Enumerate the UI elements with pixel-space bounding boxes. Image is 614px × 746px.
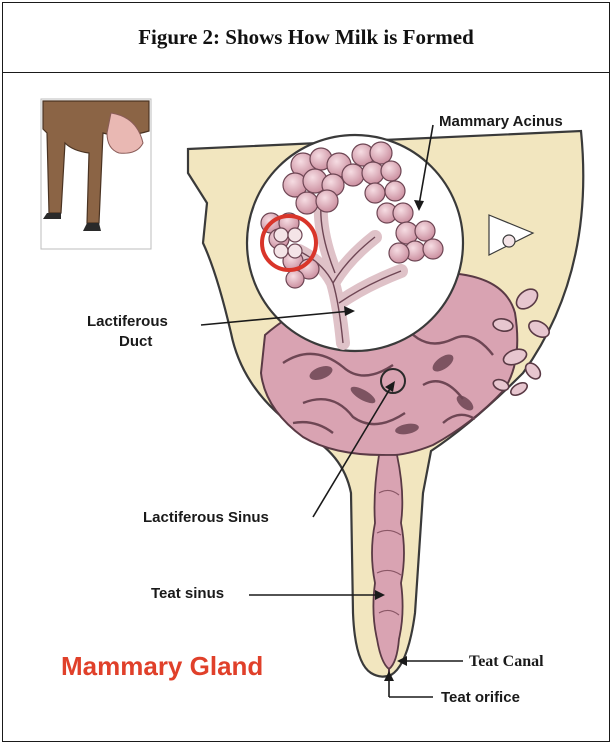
label-lactiferous-sinus: Lactiferous Sinus [143,509,269,526]
label-lactiferous-duct-line2: Duct [119,333,152,350]
label-lactiferous-duct-line1: Lactiferous [87,313,168,330]
teat-sinus [372,455,404,669]
label-teat-sinus: Teat sinus [151,585,224,602]
label-teat-orifice: Teat orifice [441,689,520,706]
diagram-area: Mammary Acinus Lactiferous Duct Lactifer… [3,73,611,741]
label-mammary-acinus: Mammary Acinus [439,113,563,130]
cow-inset [41,99,151,249]
mammary-gland-diagram [3,73,611,741]
label-mammary-gland: Mammary Gland [61,651,263,682]
label-teat-canal: Teat Canal [469,653,544,671]
figure-title: Figure 2: Shows How Milk is Formed [3,3,609,73]
